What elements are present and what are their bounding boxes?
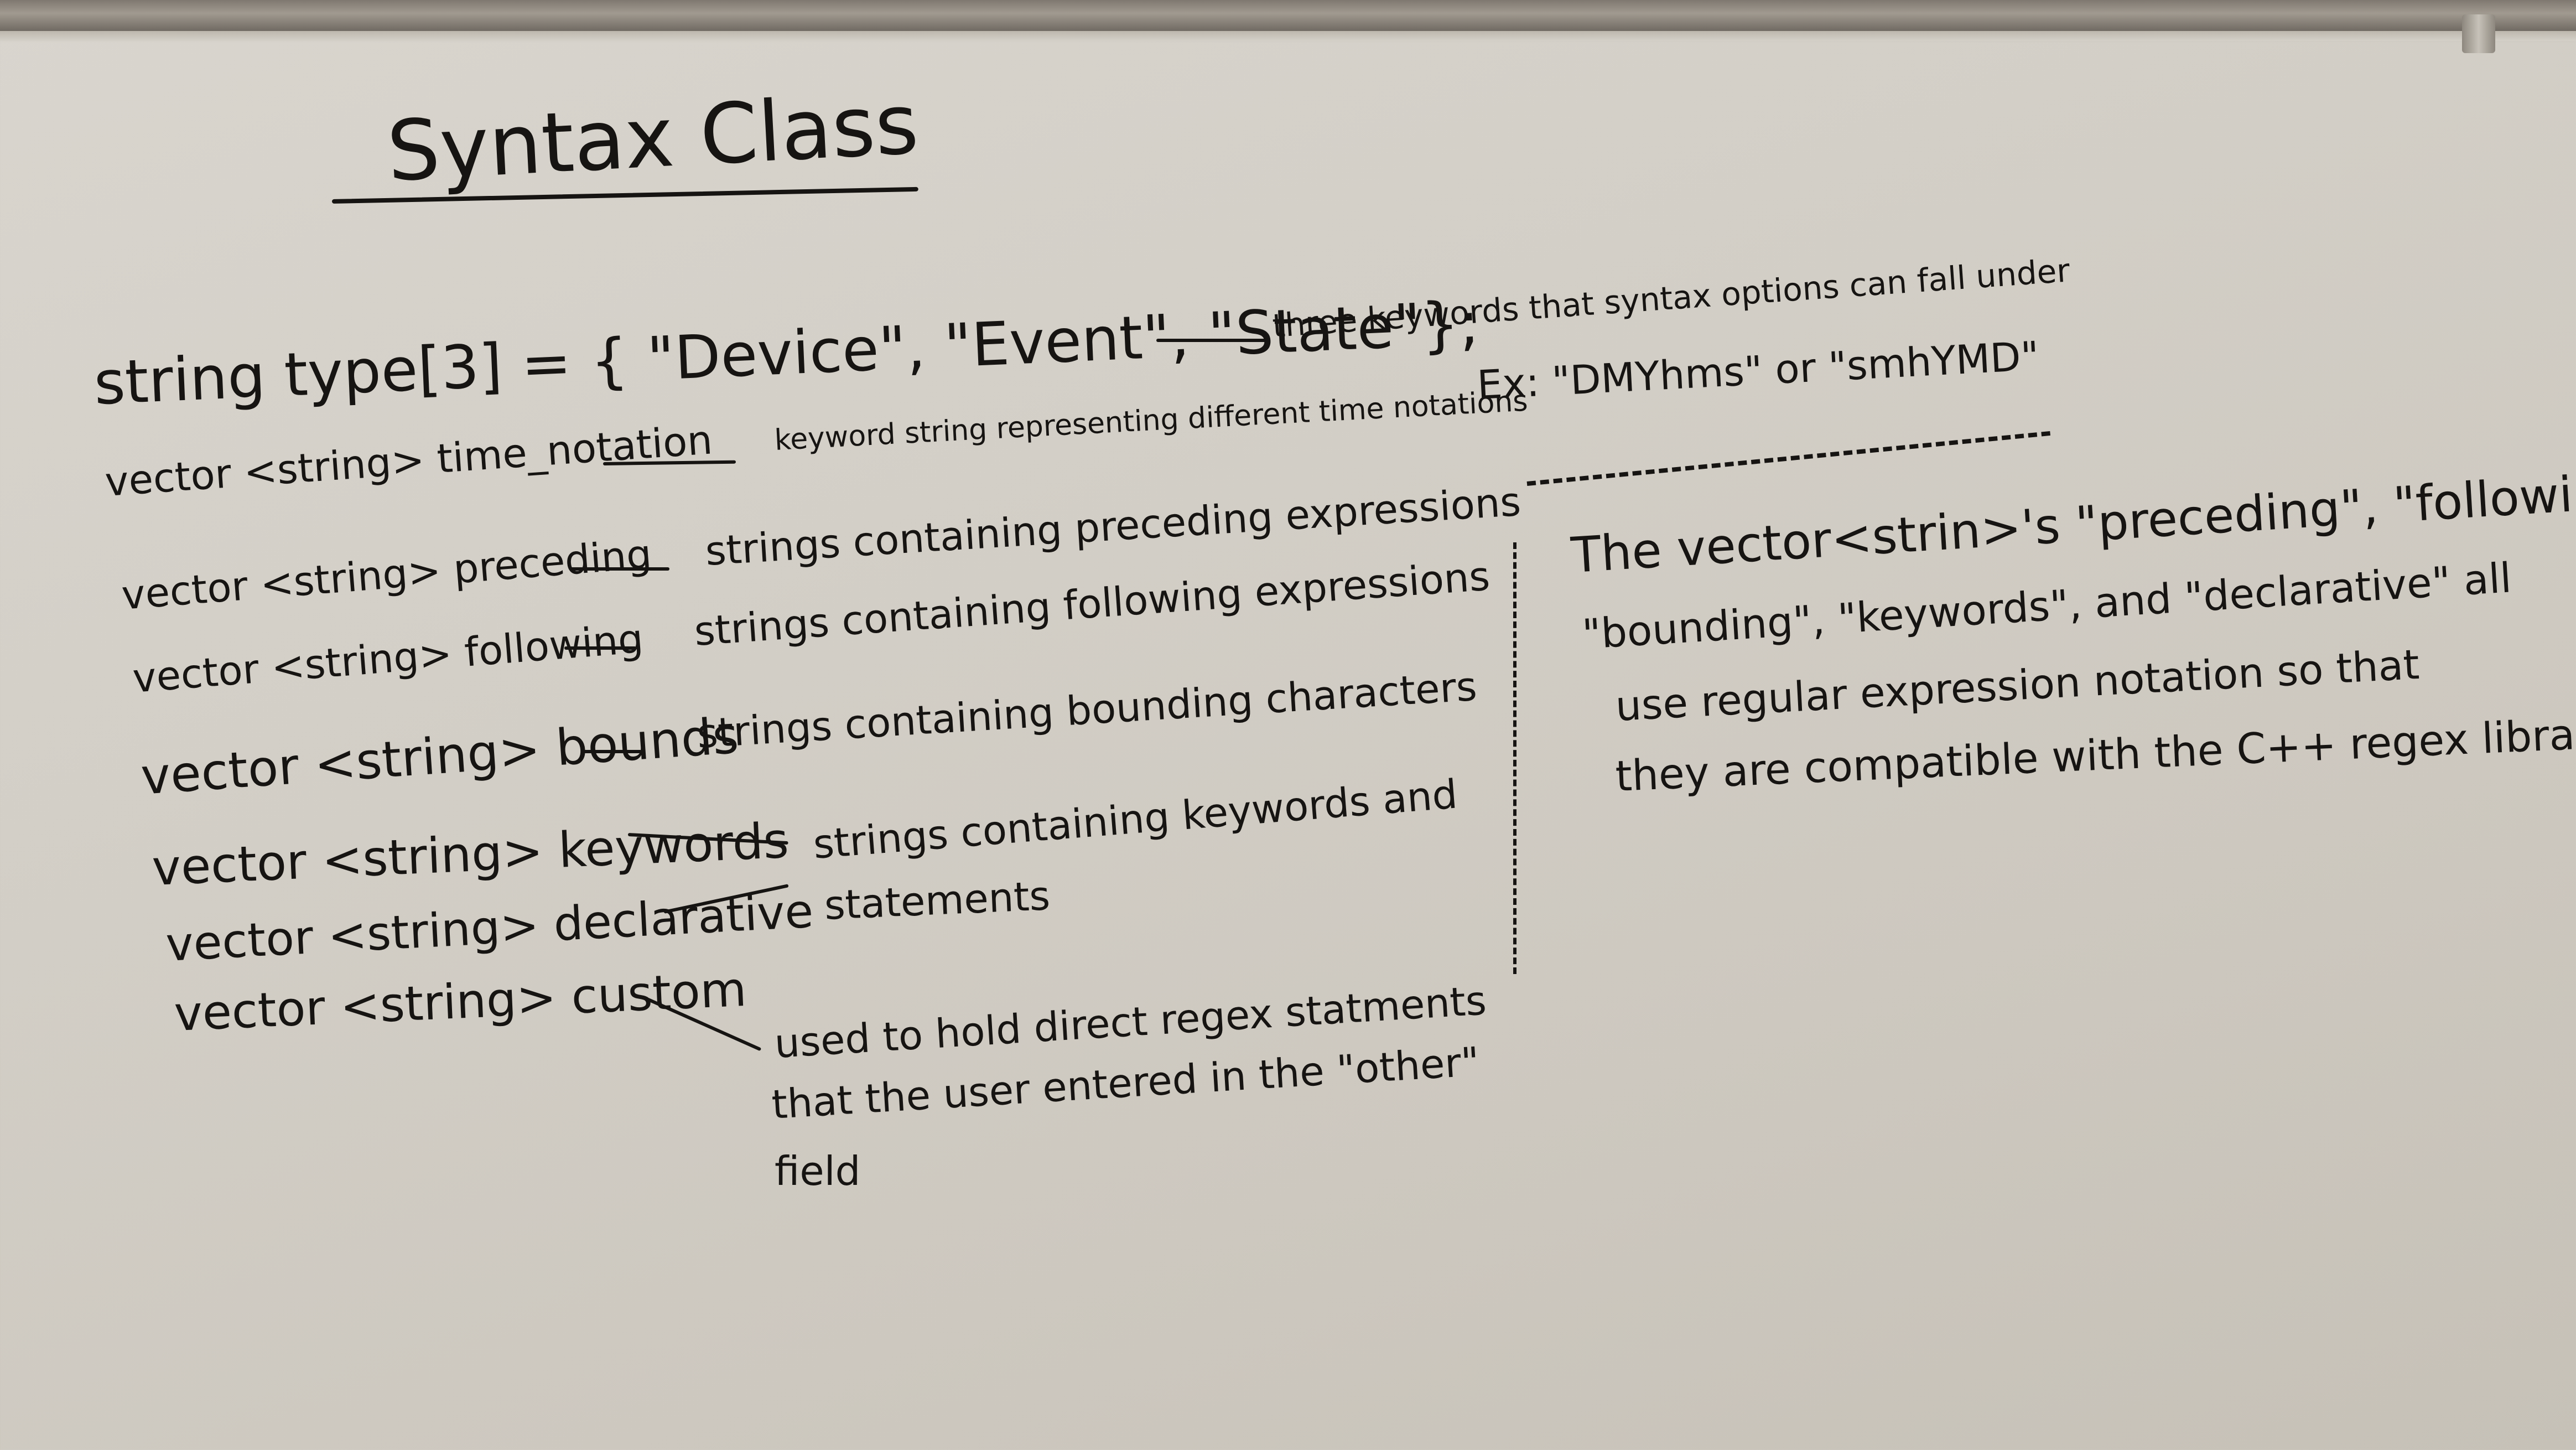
section-dashed-divider bbox=[1513, 542, 1516, 974]
time-notation-declaration: vector <string> time_notation bbox=[103, 416, 714, 505]
keywords-declaration: vector <string> keywords bbox=[150, 811, 790, 897]
preceding-connector bbox=[570, 567, 669, 571]
preceding-note: strings containing preceding expressions bbox=[704, 478, 1523, 574]
preceding-declaration: vector <string> preceding bbox=[120, 530, 653, 619]
keywords-note-line2: statements bbox=[823, 872, 1051, 929]
marker-tray-lip bbox=[0, 31, 2576, 41]
time-notation-note: keyword string representing different ti… bbox=[773, 384, 1529, 457]
custom-note-line3: field bbox=[775, 1148, 861, 1194]
keywords-note-line1: strings containing keywords and bbox=[811, 770, 1460, 868]
type-connector bbox=[1156, 339, 1267, 342]
board-title: Syntax Class bbox=[385, 76, 921, 200]
bounds-declaration: vector <string> bounds bbox=[139, 706, 741, 806]
bounds-note: strings containing bounding characters bbox=[695, 662, 1478, 757]
time-notation-example: Ex: "DMYhms" or "smhYMD" bbox=[1476, 332, 2040, 408]
custom-declaration: vector <string> custom bbox=[173, 961, 748, 1042]
following-connector bbox=[564, 646, 636, 650]
side-note-line3: use regular expression notation so that bbox=[1614, 640, 2421, 731]
bounds-connector bbox=[581, 750, 642, 753]
following-note: strings containing following expressions bbox=[693, 552, 1492, 655]
tray-clip bbox=[2462, 14, 2495, 53]
following-declaration: vector <string> following bbox=[131, 615, 645, 702]
marker-tray bbox=[0, 0, 2576, 33]
side-note-line4: they are compatible with the C++ regex l… bbox=[1614, 707, 2576, 801]
section-dashed-rule bbox=[1526, 431, 2051, 486]
